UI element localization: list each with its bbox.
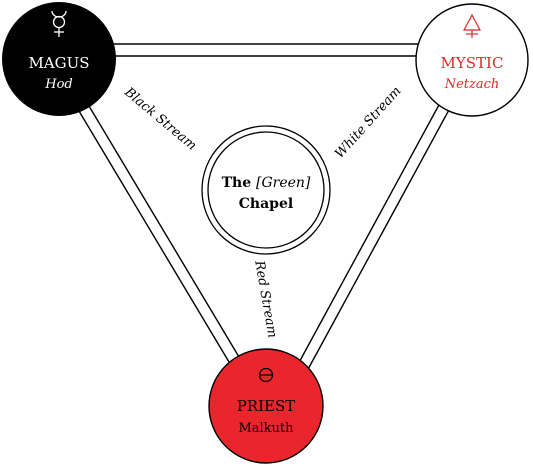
magus-circle bbox=[2, 2, 116, 116]
chapel-prefix: The bbox=[222, 175, 256, 191]
black-stream-label: Black Stream bbox=[121, 84, 199, 153]
chapel-node: The [Green] Chapel bbox=[201, 125, 331, 255]
mercury-symbol-icon bbox=[51, 10, 67, 37]
priest-subtitle: Malkuth bbox=[238, 421, 294, 436]
mystic-circle bbox=[415, 3, 529, 117]
connector-magus-priest bbox=[75, 100, 246, 373]
magus-title: MAGUS bbox=[28, 54, 89, 72]
mystic-node: MYSTIC Netzach bbox=[415, 3, 529, 117]
priest-circle bbox=[208, 348, 324, 464]
red-stream-label: Red Stream bbox=[251, 259, 280, 339]
connector-magus-mystic bbox=[110, 43, 420, 57]
chapel-line2: Chapel bbox=[239, 196, 293, 212]
connector-mystic-priest bbox=[295, 102, 451, 374]
priest-title: PRIEST bbox=[237, 397, 296, 415]
chapel-inner-ring bbox=[207, 131, 325, 249]
magus-node: MAGUS Hod bbox=[2, 2, 116, 116]
chapel-line1: The [Green] bbox=[222, 175, 311, 191]
chapel-green: [Green] bbox=[256, 175, 311, 191]
mystic-subtitle: Netzach bbox=[444, 77, 500, 92]
circled-bar-icon bbox=[258, 367, 274, 383]
mystic-title: MYSTIC bbox=[441, 54, 504, 72]
priest-node: PRIEST Malkuth bbox=[208, 348, 324, 464]
magus-subtitle: Hod bbox=[44, 77, 73, 92]
white-stream-label: White Stream bbox=[332, 84, 404, 162]
mystic-symbol-icon bbox=[463, 13, 481, 38]
